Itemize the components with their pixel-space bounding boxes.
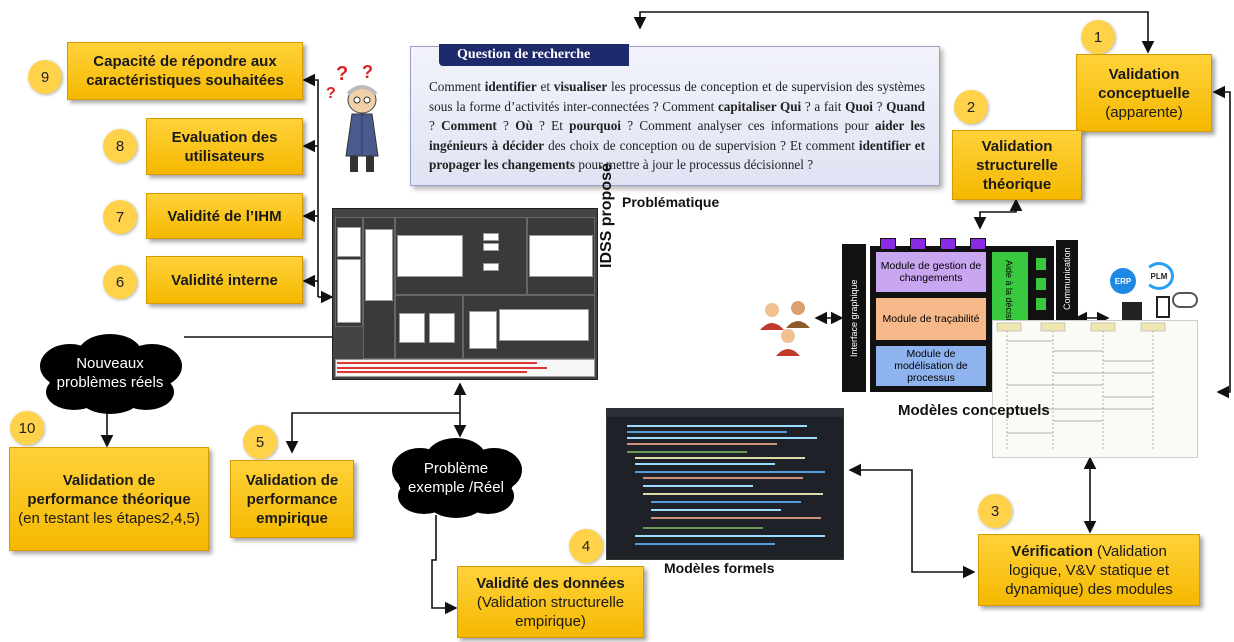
idss-label: IDSS proposé [598, 163, 615, 268]
step-7-box: Validité de l’IHM [146, 193, 303, 239]
step-5-title: Validation de performance empirique [245, 471, 339, 527]
arrow-idss-to-s5 [285, 382, 467, 454]
research-question-box: Question de recherche Comment identifier… [410, 44, 940, 186]
step-1-box: Validation conceptuelle (apparente) [1076, 54, 1212, 132]
step-8-box: Evaluation des utilisateurs [146, 118, 303, 175]
step-1-title: Validation conceptuelle [1098, 65, 1190, 102]
module-tracabilite: Module de traçabilité [876, 298, 986, 340]
step-3-badge: 3 [978, 494, 1012, 528]
cloud-nouveaux-shape [40, 334, 182, 414]
step-8-badge: 8 [103, 129, 137, 163]
step-3-title: Vérification [1011, 542, 1093, 560]
module-gestion: Module de gestion de changements [876, 252, 986, 292]
arrow-question-to-s1 [633, 11, 1155, 54]
computer-icon [1122, 302, 1142, 320]
svg-text:?: ? [362, 62, 373, 82]
code-screenshot [606, 408, 844, 560]
step-1-subtitle: (apparente) [1105, 103, 1183, 121]
cloud-nouveaux-problemes: Nouveaux problèmes réels [56, 355, 164, 391]
thinking-man-illustration: ? ? ? [326, 62, 379, 172]
research-question-text: Comment identifier et visualiser les pro… [429, 79, 926, 172]
arrow-s1-to-conceptuels [1212, 85, 1231, 399]
cloud-probleme-shape [392, 438, 522, 518]
erp-icon: ERP [1110, 268, 1136, 294]
communication-label: Communication [1062, 247, 1072, 311]
step-2-badge: 2 [954, 90, 988, 124]
interface-graphique-bar [842, 244, 866, 392]
step-6-title: Validité interne [171, 271, 278, 289]
step-6-badge: 6 [103, 265, 137, 299]
step-2-box: Validation structurelle théorique [952, 130, 1082, 200]
modeles-formels-label: Modèles formels [664, 560, 775, 576]
interface-graphique-label: Interface graphique [849, 279, 859, 357]
step-3-box: Vérification (Validation logique, V&V st… [978, 534, 1200, 606]
users-icon [760, 301, 810, 356]
problematique-label: Problématique [622, 194, 720, 210]
step-4-title: Validité des données [476, 574, 625, 592]
sequence-diagram [992, 320, 1198, 458]
step-7-badge: 7 [103, 200, 137, 234]
step-6-box: Validité interne [146, 256, 303, 304]
step-7-title: Validité de l’IHM [167, 207, 282, 225]
step-9-box: Capacité de répondre aux caractéristique… [67, 42, 303, 100]
step-10-subtitle: (en testant les étapes2,4,5) [18, 509, 200, 527]
module-modelisation: Module de modélisation de processus [876, 346, 986, 386]
arrow-s2-to-modules [973, 198, 1023, 230]
step-4-badge: 4 [569, 529, 603, 563]
step-9-title: Capacité de répondre aux caractéristique… [86, 53, 284, 89]
step-10-box: Validation de performance théorique (en … [9, 447, 209, 551]
modeles-conceptuels-label: Modèles conceptuels [898, 402, 1050, 419]
server-icon [1156, 296, 1170, 318]
arrow-probleme-to-s4 [431, 515, 458, 615]
cloud-icon [1172, 292, 1198, 308]
step-9-badge: 9 [28, 60, 62, 94]
svg-text:?: ? [336, 63, 348, 85]
module-aide-label: Aide à la décision [1004, 260, 1014, 331]
plm-icon: PLM [1144, 262, 1174, 290]
step-4-subtitle: (Validation structurelle empirique) [476, 593, 625, 630]
arrow-formels-to-s3 [848, 463, 976, 579]
research-question-title: Question de recherche [439, 44, 629, 66]
idss-screenshot [332, 208, 598, 380]
svg-text:?: ? [326, 85, 336, 102]
step-1-badge: 1 [1081, 20, 1115, 54]
step-5-box: Validation de performance empirique [230, 460, 354, 538]
step-3-subtitle: (Validation logique, V&V statique et dyn… [1005, 542, 1173, 598]
arrow-s9 [302, 73, 319, 297]
step-10-title: Validation de performance théorique [27, 471, 191, 508]
step-2-title: Validation structurelle théorique [976, 137, 1058, 193]
step-5-badge: 5 [243, 425, 277, 459]
step-10-badge: 10 [10, 411, 44, 445]
cloud-probleme-exemple: Problème exemple /Réel [408, 460, 504, 496]
step-4-box: Validité des données (Validation structu… [457, 566, 644, 638]
step-8-title: Evaluation des utilisateurs [171, 128, 278, 165]
